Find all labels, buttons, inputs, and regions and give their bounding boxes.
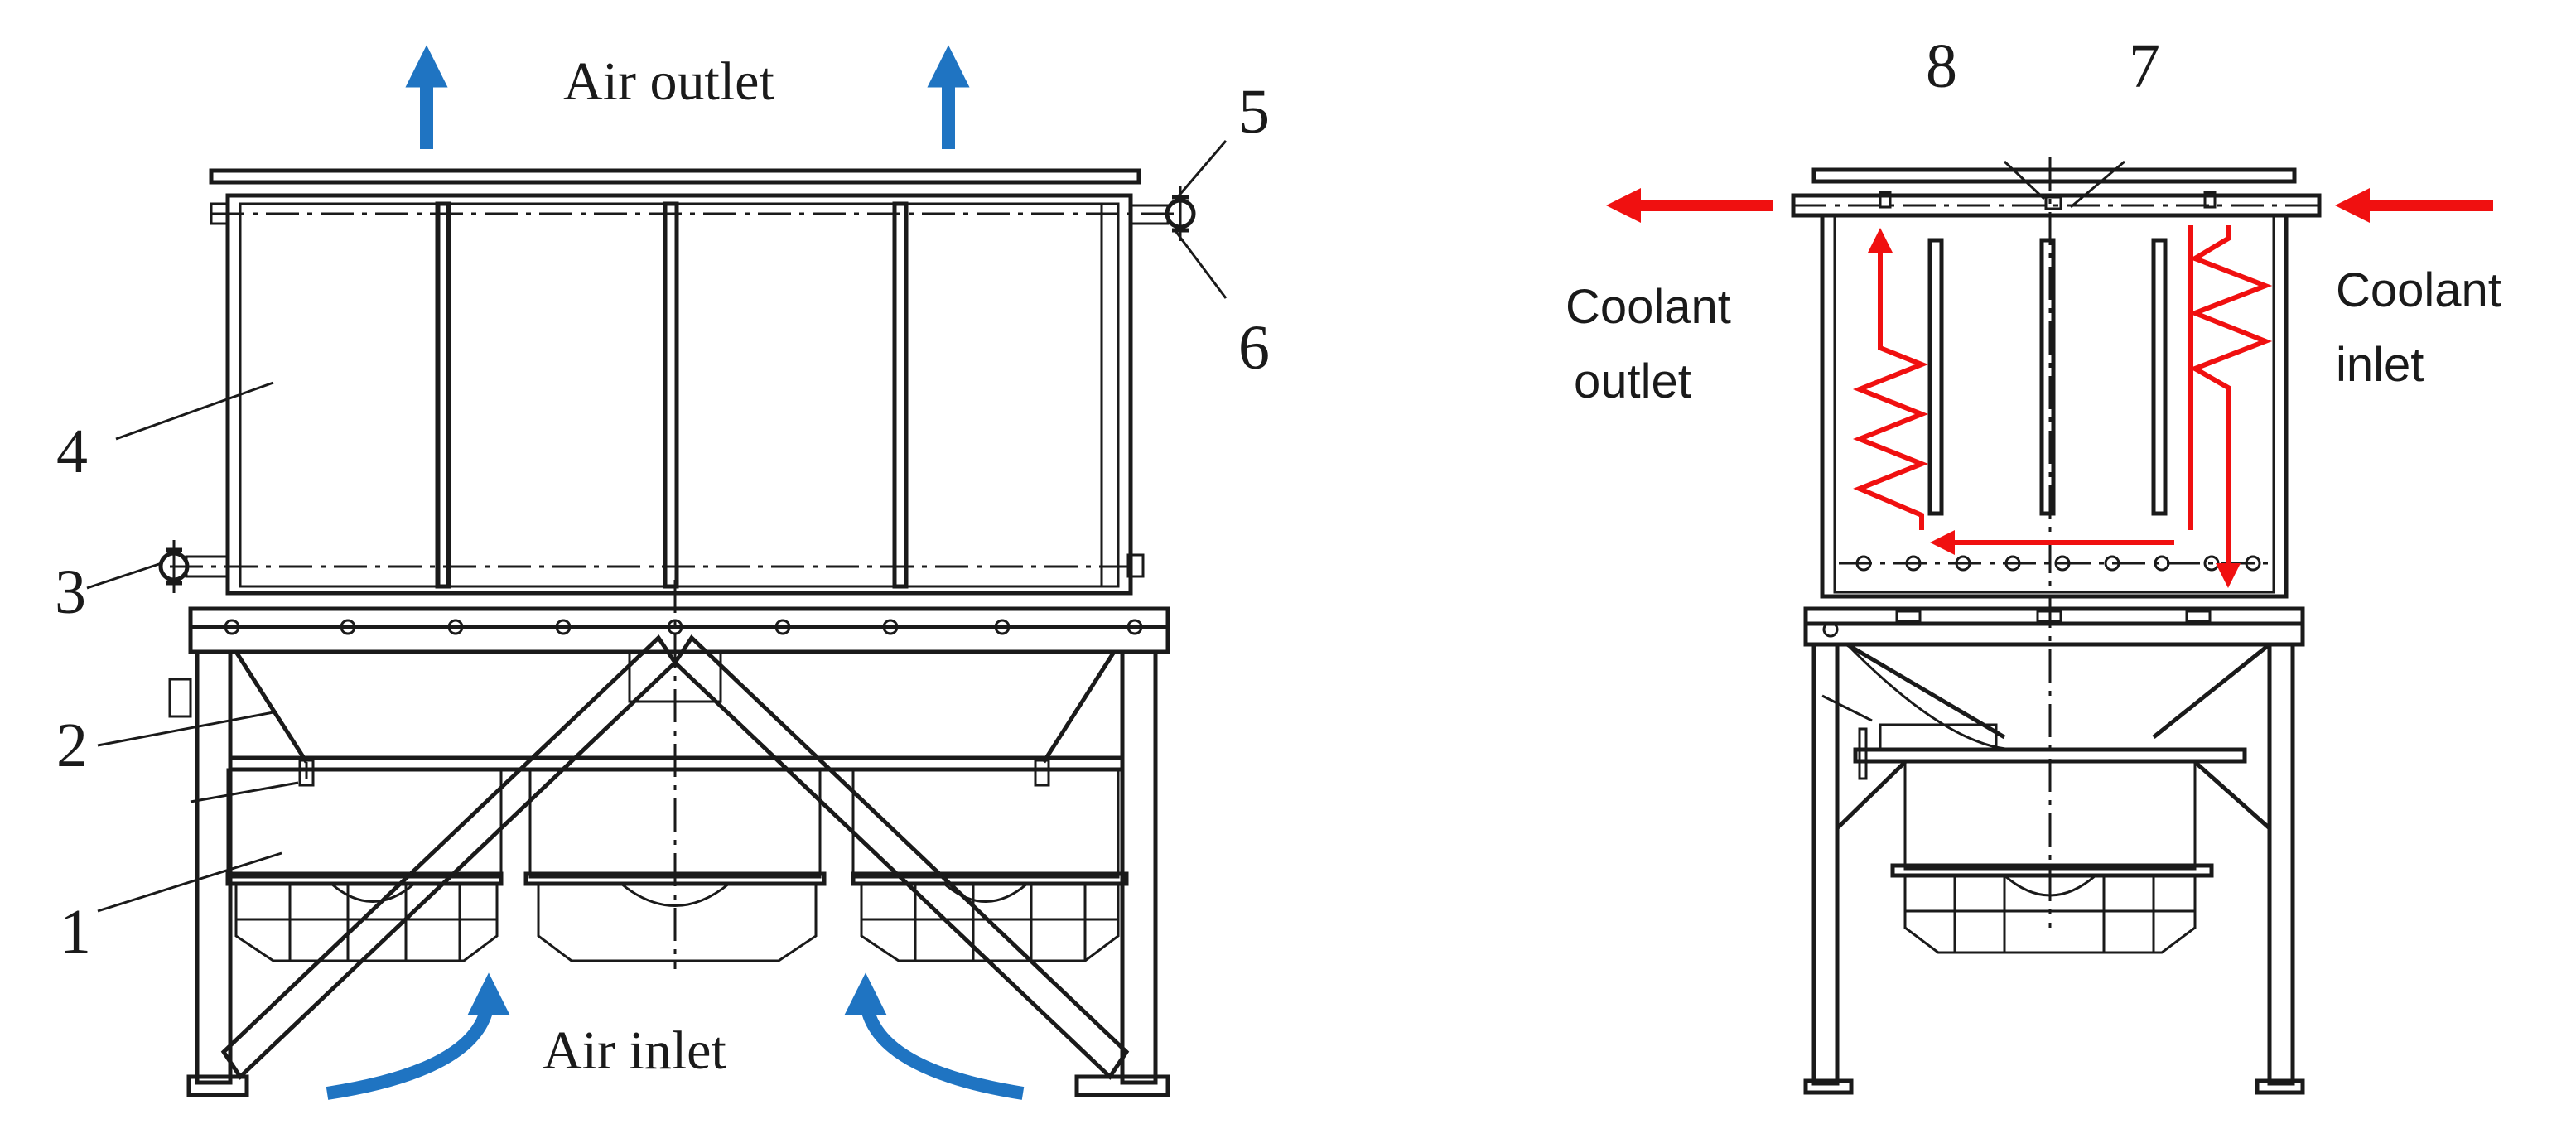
side-view xyxy=(158,168,1196,1097)
callout-8: 8 xyxy=(1926,31,1957,101)
coolant-inlet-label-2: inlet xyxy=(2336,338,2424,392)
callout-2: 2 xyxy=(56,711,88,780)
air-outlet-arrows xyxy=(405,45,970,149)
top-cover xyxy=(209,168,1141,185)
air-outlet-label: Air outlet xyxy=(563,51,774,112)
callout-leaders-right xyxy=(2003,160,2125,209)
coolant-outlet-label-1: Coolant xyxy=(1565,280,1731,334)
callout-3: 3 xyxy=(55,557,86,627)
air-inlet-arrows xyxy=(326,972,1025,1100)
coolant-outlet-label-2: outlet xyxy=(1574,355,1691,408)
callout-7: 7 xyxy=(2129,31,2160,101)
coolant-inlet-label-1: Coolant xyxy=(2336,263,2501,317)
air-inlet-label: Air inlet xyxy=(543,1020,726,1081)
callout-1: 1 xyxy=(60,897,91,967)
valve-5-6 xyxy=(1165,186,1196,241)
casing xyxy=(225,193,1133,596)
valve-3 xyxy=(158,540,190,593)
callout-5: 5 xyxy=(1238,77,1270,147)
filter-boxes xyxy=(225,768,1129,962)
callout-leaders-left xyxy=(86,140,1228,913)
callout-4: 4 xyxy=(56,417,88,486)
hopper xyxy=(168,650,1125,787)
legs xyxy=(186,649,1170,1097)
callout-6: 6 xyxy=(1238,313,1270,383)
base-frame xyxy=(188,606,1170,654)
coolant-flow-path xyxy=(1852,225,2273,588)
end-view xyxy=(1791,157,2322,1095)
